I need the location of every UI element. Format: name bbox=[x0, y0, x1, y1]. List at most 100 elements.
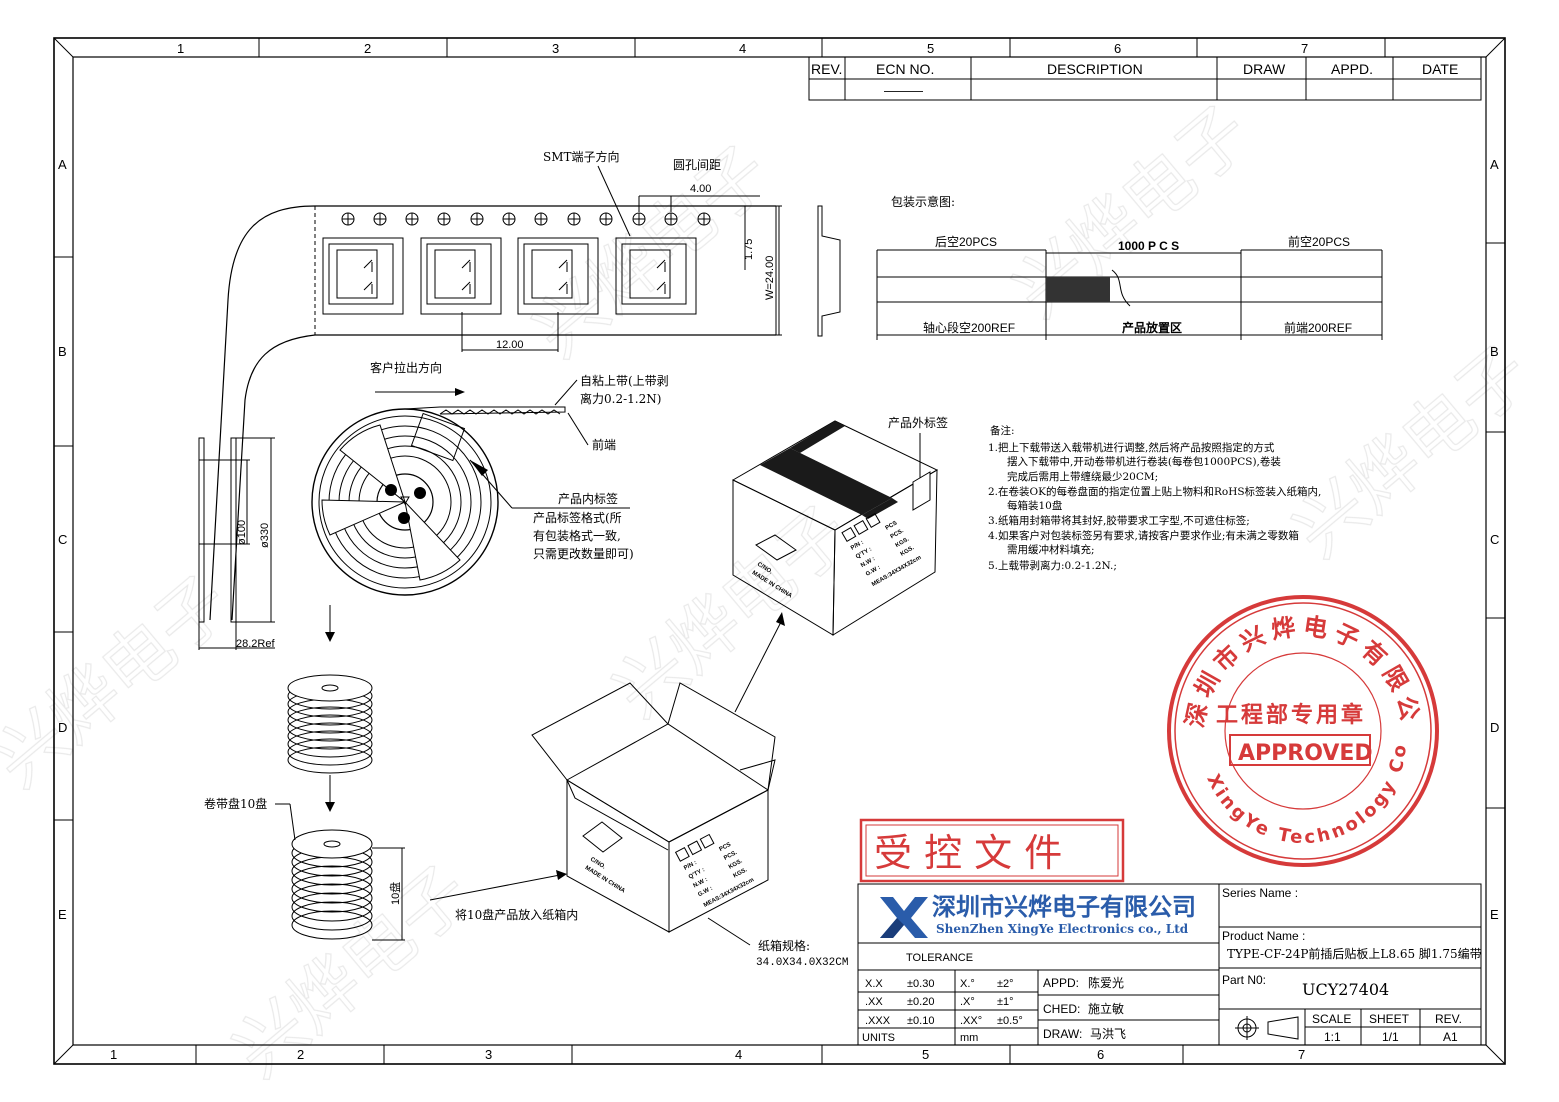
col-label: 4 bbox=[735, 1047, 742, 1062]
projection-symbol-icon bbox=[1235, 1016, 1299, 1040]
col-label: 1 bbox=[177, 41, 184, 56]
carton-label: P/N : Q'TY : N.W : G.W : PCS PCS. KGS. K… bbox=[674, 833, 755, 909]
svg-text:P/N :: P/N : bbox=[683, 860, 698, 872]
hub-diameter: ø100 bbox=[236, 520, 248, 545]
carton-spec-label: 纸箱规格: bbox=[758, 938, 810, 953]
col-label: 7 bbox=[1298, 1047, 1305, 1062]
note-line: 5.上载带剥离力:0.2-1.2N.; bbox=[988, 559, 1117, 572]
svg-text:MADE IN CHINA: MADE IN CHINA bbox=[584, 865, 627, 895]
smt-direction-label: SMT端子方向 bbox=[543, 149, 620, 164]
row-label: E bbox=[1490, 907, 1499, 922]
note-line: 需用缓冲材料填充; bbox=[1007, 543, 1095, 556]
ecn-header: ECN NO. bbox=[876, 61, 934, 77]
row-label: C bbox=[58, 532, 67, 547]
col-label: 6 bbox=[1097, 1047, 1104, 1062]
reel: ø100 ø330 28.2Ref 客户拉出方向 自粘上带(上带剥 离力0.2-… bbox=[198, 360, 669, 650]
svg-text:±2°: ±2° bbox=[997, 978, 1014, 990]
stamp-approved: APPROVED bbox=[1238, 741, 1373, 766]
row-label: E bbox=[58, 907, 67, 922]
hole-spacing-label: 圆孔间距 bbox=[673, 158, 721, 172]
appd-label: APPD: bbox=[1043, 976, 1079, 990]
svg-text:KGS.: KGS. bbox=[900, 545, 916, 558]
appd-value: 陈爱光 bbox=[1088, 975, 1124, 990]
svg-text:.XXX: .XXX bbox=[865, 1015, 891, 1027]
notes-title: 备注: bbox=[990, 424, 1015, 437]
product-value: TYPE-CF-24P前插后贴板上L8.65 脚1.75编带 bbox=[1227, 946, 1482, 961]
col-label: 5 bbox=[922, 1047, 929, 1062]
draw-label: DRAW: bbox=[1043, 1027, 1082, 1041]
units-value: mm bbox=[960, 1032, 978, 1044]
reel-stack-top bbox=[287, 674, 373, 812]
drawing-frame: 1 2 3 4 5 6 7 1 2 3 4 5 6 7 A B C D E A … bbox=[53, 37, 1506, 1065]
tape-pockets bbox=[322, 237, 697, 315]
sheet-label: SHEET bbox=[1369, 1012, 1410, 1026]
leader-label: 前端200REF bbox=[1284, 320, 1352, 335]
product-area-label: 产品放置区 bbox=[1122, 320, 1182, 335]
svg-text:±1°: ±1° bbox=[997, 996, 1014, 1008]
label-format-1: 产品标签格式(所 bbox=[533, 510, 622, 525]
sheet-value: 1/1 bbox=[1382, 1030, 1399, 1044]
svg-text:MEAS:34X34X32cm: MEAS:34X34X32cm bbox=[703, 877, 755, 909]
svg-text:兴烨电子: 兴烨电子 bbox=[0, 560, 245, 803]
reel-count-label: 卷带盘10盘 bbox=[204, 796, 267, 811]
svg-text:G.W :: G.W : bbox=[865, 565, 882, 578]
carrier-tape: 4.00 12.00 1.75 W=24.00 SMT端子方向 圆孔间距 bbox=[209, 149, 841, 621]
svg-text:±0.20: ±0.20 bbox=[907, 996, 934, 1008]
core-empty-label: 轴心段空200REF bbox=[923, 320, 1015, 335]
partno-value: UCY27404 bbox=[1302, 980, 1389, 999]
carton-spec-value: 34.0X34.0X32CM bbox=[756, 957, 848, 969]
carton-label: P/N : Q'TY : N.W : G.W : PCS PCS. KGS. K… bbox=[841, 512, 923, 588]
outer-label-title: 产品外标签 bbox=[888, 415, 948, 430]
svg-text:.XX°: .XX° bbox=[960, 1015, 982, 1027]
col-label: 5 bbox=[927, 41, 934, 56]
rev-label: REV. bbox=[1435, 1012, 1462, 1026]
svg-text:±0.30: ±0.30 bbox=[907, 978, 934, 990]
svg-text:.XX: .XX bbox=[865, 996, 883, 1008]
row-label: B bbox=[58, 344, 67, 359]
company-logo bbox=[880, 897, 928, 938]
units-label: UNITS bbox=[862, 1032, 895, 1044]
row-label: A bbox=[58, 157, 67, 172]
controlled-document-stamp: 受 控 文 件 bbox=[859, 818, 1125, 883]
draw-value: 马洪飞 bbox=[1090, 1027, 1126, 1041]
row-label: D bbox=[1490, 720, 1499, 735]
company-name-en: ShenZhen XingYe Electronics co., Ltd bbox=[936, 922, 1189, 936]
cover-tape-label-1: 自粘上带(上带剥 bbox=[580, 373, 669, 388]
col-label: 1 bbox=[110, 1047, 117, 1062]
reel-width-dimension: 28.2Ref bbox=[236, 638, 275, 650]
svg-text:X.X: X.X bbox=[865, 978, 883, 990]
col-label: 3 bbox=[552, 41, 559, 56]
scale-label: SCALE bbox=[1312, 1012, 1351, 1026]
sprocket-holes bbox=[341, 212, 711, 226]
svg-text:兴烨电子: 兴烨电子 bbox=[598, 490, 865, 733]
svg-text:兴烨电子: 兴烨电子 bbox=[218, 850, 485, 1093]
ecn-value: ——— bbox=[884, 83, 923, 98]
svg-text:±0.5°: ±0.5° bbox=[997, 1015, 1023, 1027]
row-label: A bbox=[1490, 157, 1499, 172]
svg-text:±0.10: ±0.10 bbox=[907, 1015, 934, 1027]
pull-direction-label: 客户拉出方向 bbox=[370, 360, 442, 375]
cover-tape-label-2: 离力0.2-1.2N) bbox=[580, 391, 661, 406]
partno-label: Part N0: bbox=[1222, 973, 1266, 987]
note-line: 完成后需用上带缠绕最少20CM; bbox=[1007, 470, 1158, 483]
note-line: 摆入下载带中,开动卷带机进行卷装(每卷包1000PCS),卷装 bbox=[1007, 455, 1281, 468]
svg-text:X.°: X.° bbox=[960, 978, 975, 990]
company-name-cn: 深圳市兴烨电子有限公司 bbox=[932, 893, 1196, 921]
row-label: C bbox=[1490, 532, 1499, 547]
col-label: 3 bbox=[485, 1047, 492, 1062]
row-label: B bbox=[1490, 344, 1499, 359]
col-label: 2 bbox=[364, 41, 371, 56]
date-header: DATE bbox=[1422, 61, 1458, 77]
scale-value: 1:1 bbox=[1324, 1030, 1341, 1044]
appd-header: APPD. bbox=[1331, 61, 1373, 77]
tape-width-dimension: W=24.00 bbox=[764, 256, 776, 300]
note-line: 2.在卷装OK的每卷盘面的指定位置上贴上物料和RoHS标签装入纸箱内, bbox=[988, 485, 1321, 498]
product-label: Product Name : bbox=[1222, 929, 1305, 943]
front-end-label: 前端 bbox=[592, 437, 616, 452]
put-into-box-label: 将10盘产品放入纸箱内 bbox=[455, 907, 578, 922]
reel-stack-bottom: 10盘 卷带盘10盘 bbox=[204, 796, 405, 941]
svg-text:.X°: .X° bbox=[960, 996, 975, 1008]
note-line: 3.纸箱用封箱带将其封好,胶带要求工字型,不可遮住标签; bbox=[988, 514, 1250, 527]
label-format-2: 有包装格式一致, bbox=[533, 528, 621, 543]
